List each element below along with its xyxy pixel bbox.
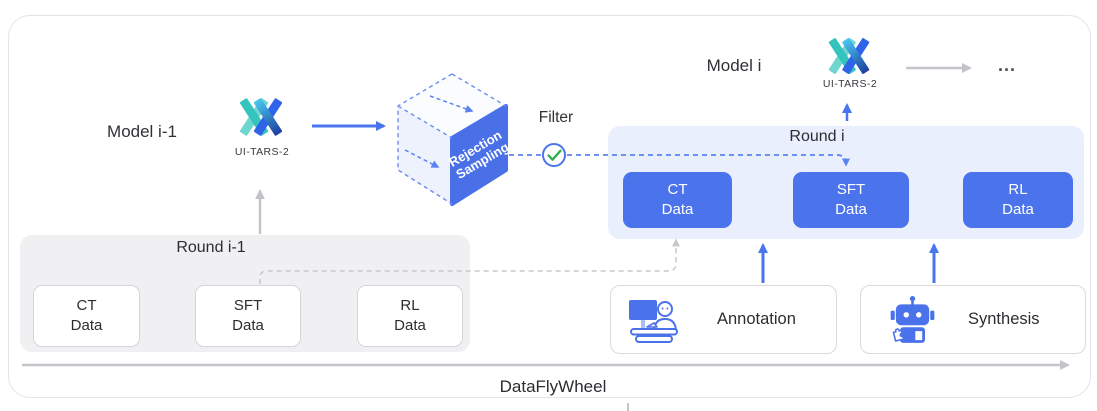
model-prev-logo-caption: UI-TARS-2 [234, 146, 290, 158]
databox-line: Data [70, 317, 103, 334]
sft-data-box-round-i-1: SFT Data [195, 285, 301, 347]
sft-data-box-round-i: SFT Data [793, 172, 909, 228]
round-i-1-title: Round i-1 [176, 239, 246, 256]
logo-x-front [253, 98, 283, 136]
ui-tars-logo-icon [239, 98, 283, 136]
annotator-desk-icon [629, 299, 678, 343]
databox-line: CT [667, 181, 688, 198]
databox-line: RL [1008, 181, 1028, 198]
rl-data-box-round-i-1: RL Data [357, 285, 463, 347]
databox-line: Data [1002, 201, 1034, 218]
databox-line: Data [394, 317, 426, 334]
ct-data-box-round-i: CT Data [623, 172, 732, 228]
round-i-title: Round i [789, 128, 845, 145]
model-next-label: Model i [706, 56, 762, 75]
annotation-box: Annotation [610, 285, 837, 354]
filter-label: Filter [538, 109, 574, 126]
model-prev-label: Model i-1 [107, 122, 177, 141]
model-next-logo-caption: UI-TARS-2 [822, 78, 878, 90]
diagram-frame [8, 15, 1091, 398]
databox-line: CT [76, 297, 97, 314]
databox-line: RL [400, 297, 420, 314]
ellipsis-text: ... [997, 55, 1016, 75]
logo-x-front [842, 38, 870, 74]
databox-line: Data [661, 201, 694, 218]
databox-line: Data [835, 201, 867, 218]
annotation-label: Annotation [717, 310, 796, 328]
databox-line: SFT [233, 297, 263, 314]
dataflywheel-label: DataFlyWheel [499, 377, 607, 396]
synthesis-box: Synthesis [860, 285, 1086, 354]
caret-mark [627, 403, 629, 411]
ui-tars-logo-icon [828, 38, 870, 74]
synthesis-robot-icon [890, 295, 935, 343]
databox-line: Data [232, 317, 264, 334]
databox-line: SFT [836, 181, 866, 198]
rl-data-box-round-i: RL Data [963, 172, 1073, 228]
ct-data-box-round-i-1: CT Data [33, 285, 140, 347]
synthesis-label: Synthesis [968, 310, 1040, 328]
